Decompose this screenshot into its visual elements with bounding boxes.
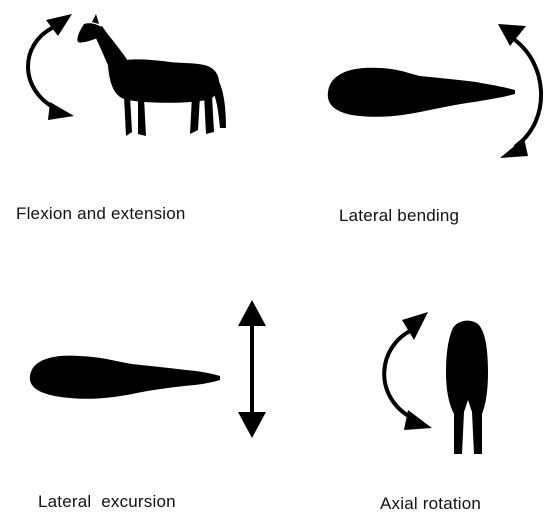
caption-axial-rotation: Axial rotation (380, 494, 481, 514)
arrowhead-bottom-icon (404, 410, 432, 430)
caption-flexion-extension: Flexion and extension (16, 204, 186, 224)
caption-lateral-bending: Lateral bending (339, 206, 459, 226)
curved-arrow-icon (384, 330, 412, 418)
horse-rear-view-icon (446, 321, 488, 454)
caption-lateral-excursion: Lateral excursion (38, 492, 176, 512)
